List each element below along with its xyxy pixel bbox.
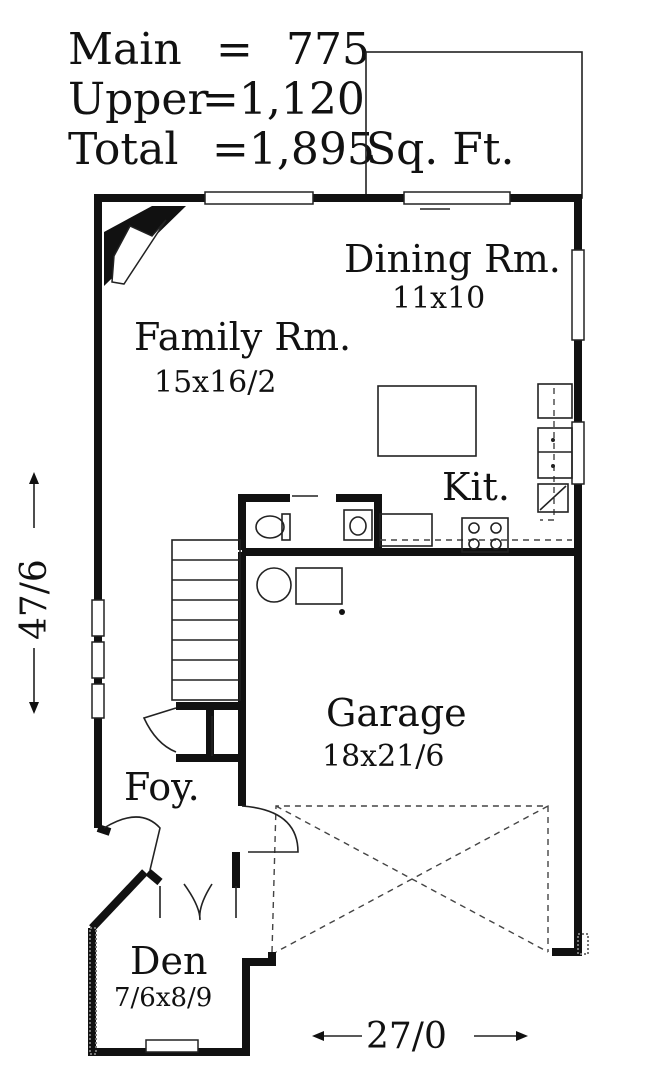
width-dimension: 27/0 <box>312 1016 528 1057</box>
upper-label: Upper <box>68 74 209 125</box>
kitchen-layout <box>377 383 573 553</box>
fireplace <box>104 206 186 286</box>
garage-size: 18x21/6 <box>322 739 444 774</box>
dining-room-size: 11x10 <box>392 281 485 316</box>
width-dimension-label: 27/0 <box>366 1016 447 1057</box>
range <box>461 517 509 553</box>
interior-walls <box>145 494 578 888</box>
den-size: 7/6x8/9 <box>114 983 212 1013</box>
entry-doors <box>103 805 299 921</box>
powder-room-fixtures <box>255 495 373 541</box>
hatch-den <box>89 927 97 1055</box>
family-room-name: Family Rm. <box>134 315 351 359</box>
window-right-dining <box>571 249 585 341</box>
upper-area-value: =1,120 <box>202 74 365 125</box>
kitchen-name: Kit. <box>442 465 510 509</box>
main-label: Main <box>68 24 182 75</box>
foyer-name: Foy. <box>124 765 200 809</box>
window-left-1 <box>91 599 105 637</box>
depth-dimension: 47/6 <box>14 472 55 714</box>
main-area-value: 775 <box>286 24 370 75</box>
total-label: Total <box>68 124 178 175</box>
sliding-door-top <box>403 191 511 205</box>
family-room-size: 15x16/2 <box>154 365 276 400</box>
window-right-kitchen <box>571 421 585 485</box>
window-left-2 <box>91 641 105 679</box>
area-unit: Sq. Ft. <box>366 124 514 175</box>
total-area-value: =1,895 <box>212 124 375 175</box>
fridge <box>379 513 433 547</box>
den-name: Den <box>130 939 207 983</box>
stairs <box>142 539 241 756</box>
area-summary: Main = 775 Upper =1,120 Total =1,895 Sq.… <box>68 24 514 175</box>
furnace <box>295 567 343 605</box>
depth-dimension-label: 47/6 <box>14 559 55 640</box>
hatch-garage <box>577 933 589 955</box>
water-heater <box>256 567 292 603</box>
garage-door <box>271 805 549 953</box>
garage-name: Garage <box>326 691 467 735</box>
exterior-walls <box>88 194 582 1056</box>
garage-appliances <box>256 567 345 615</box>
window-top-left <box>204 191 314 205</box>
window-den <box>145 1039 199 1053</box>
dining-room-name: Dining Rm. <box>344 237 561 281</box>
dishwasher <box>537 483 569 513</box>
main-equals: = <box>216 24 253 75</box>
window-left-3 <box>91 683 105 719</box>
kitchen-sink <box>537 427 573 479</box>
kitchen-island <box>377 385 477 457</box>
